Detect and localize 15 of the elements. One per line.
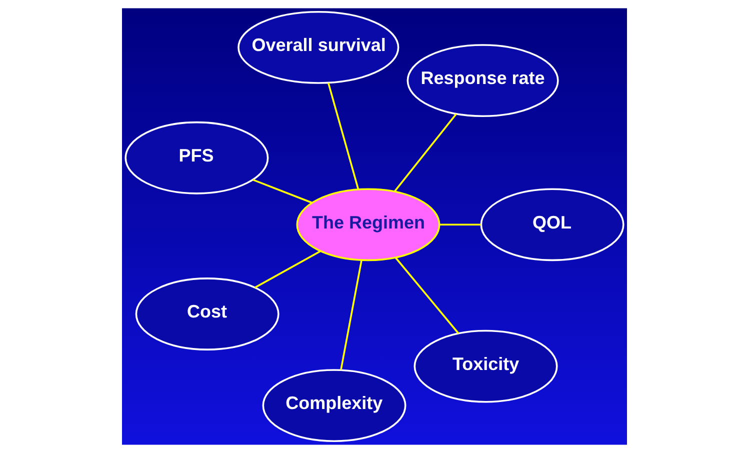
connector <box>326 82 359 190</box>
node-ellipse: Complexity <box>262 369 406 442</box>
node-ellipse: PFS <box>124 121 268 194</box>
node-ellipse: QOL <box>480 188 624 262</box>
node-ellipse: Overall survival <box>237 11 399 84</box>
connector <box>252 178 312 204</box>
connector <box>340 260 362 370</box>
connector <box>393 113 456 192</box>
node-ellipse: Toxicity <box>413 330 558 403</box>
node-ellipse: Cost <box>134 278 279 350</box>
connector <box>254 250 320 288</box>
node-ellipse: The Regimen <box>296 188 440 262</box>
connector <box>438 224 481 226</box>
connector <box>394 256 459 334</box>
node-ellipse: Response rate <box>406 44 558 118</box>
